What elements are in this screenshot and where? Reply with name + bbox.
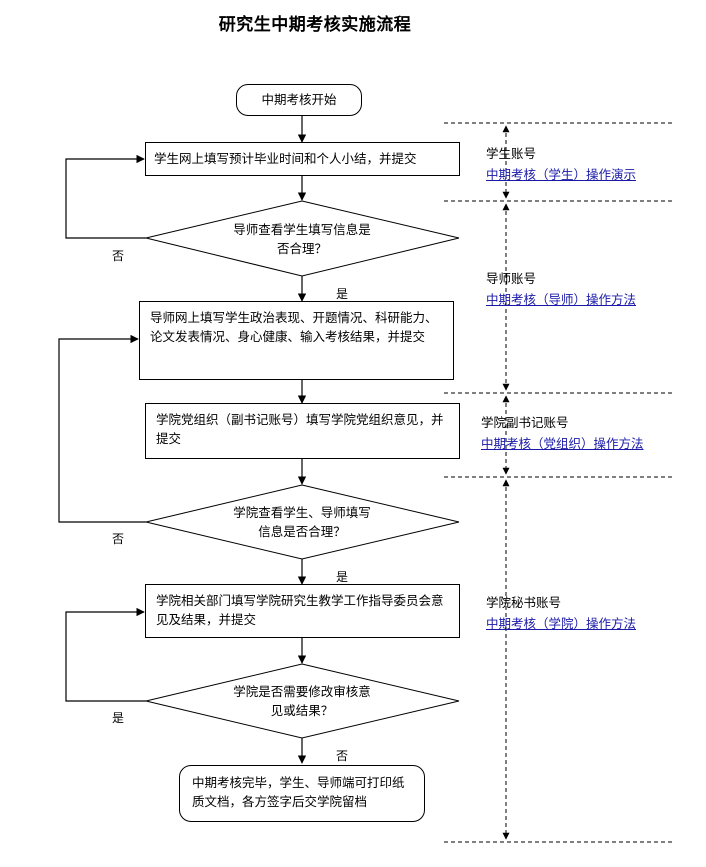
step-college-submit: 学院相关部门填写学院研究生教学工作指导委员会意见及结果，并提交 — [145, 584, 460, 638]
label-d2-yes: 是 — [336, 570, 349, 584]
decision-3-line-2: 见或结果？ — [270, 703, 334, 718]
account-student-role: 学生账号 — [486, 146, 537, 161]
label-d2-no: 否 — [112, 532, 125, 546]
end-box: 中期考核完毕，学生、导师端可打印纸质文档，各方签字后交学院留档 — [179, 765, 425, 822]
decision-3-text: 学院是否需要修改审核意 见或结果？ — [200, 682, 404, 720]
account-advisor: 导师账号 中期考核（导师）操作方法 — [486, 268, 636, 310]
page-title: 研究生中期考核实施流程 — [218, 15, 412, 35]
loop-d1-to-s1 — [65, 154, 146, 239]
decision-1-text: 导师查看学生填写信息是 否合理？ — [200, 220, 404, 258]
step-advisor-submit: 导师网上填写学生政治表现、开题情况、科研能力、论文发表情况、身心健康、输入考核结… — [139, 301, 454, 380]
label-d3-no: 否 — [336, 749, 349, 763]
decision-diamond-3 — [145, 663, 460, 739]
account-party-link[interactable]: 中期考核（党组织）操作方法 — [481, 436, 644, 451]
account-college-link[interactable]: 中期考核（学院）操作方法 — [486, 616, 637, 631]
label-d1-yes: 是 — [336, 287, 349, 301]
loop-d2-to-s2 — [58, 334, 146, 523]
account-advisor-role: 导师账号 — [486, 271, 537, 286]
account-advisor-link[interactable]: 中期考核（导师）操作方法 — [486, 292, 637, 307]
step-advisor-submit-text: 导师网上填写学生政治表现、开题情况、科研能力、论文发表情况、身心健康、输入考核结… — [150, 310, 438, 344]
account-student: 学生账号 中期考核（学生）操作演示 — [486, 143, 636, 185]
step-college-submit-text: 学院相关部门填写学院研究生教学工作指导委员会意见及结果，并提交 — [156, 593, 444, 627]
step-party-submit-text: 学院党组织（副书记账号）填写学院党组织意见，并提交 — [156, 412, 444, 446]
decision-1-line-1: 导师查看学生填写信息是 — [233, 222, 371, 237]
label-d1-no: 否 — [112, 249, 125, 263]
decision-diamond-2 — [145, 484, 460, 560]
account-college: 学院秘书账号 中期考核（学院）操作方法 — [486, 592, 636, 634]
step-student-submit: 学生网上填写预计毕业时间和个人小结，并提交 — [145, 142, 460, 176]
account-party-role: 学院副书记账号 — [481, 415, 569, 430]
step-party-submit: 学院党组织（副书记账号）填写学院党组织意见，并提交 — [145, 403, 460, 459]
account-party: 学院副书记账号 中期考核（党组织）操作方法 — [481, 412, 644, 454]
start-box: 中期考核开始 — [236, 84, 362, 116]
decision-3-line-1: 学院是否需要修改审核意 — [233, 684, 371, 699]
decision-1-line-2: 否合理？ — [276, 241, 327, 256]
account-college-role: 学院秘书账号 — [486, 595, 562, 610]
decision-2-text: 学院查看学生、导师填写 信息是否合理？ — [200, 503, 404, 541]
account-student-link[interactable]: 中期考核（学生）操作演示 — [486, 167, 637, 182]
start-text: 中期考核开始 — [261, 92, 337, 107]
step-student-submit-text: 学生网上填写预计毕业时间和个人小结，并提交 — [154, 151, 417, 166]
decision-diamond-1 — [145, 200, 460, 277]
label-d3-yes: 是 — [112, 711, 125, 725]
loop-d3-to-s4 — [65, 607, 146, 702]
end-text: 中期考核完毕，学生、导师端可打印纸质文档，各方签字后交学院留档 — [192, 775, 405, 809]
decision-2-line-2: 信息是否合理？ — [258, 524, 346, 539]
decision-2-line-1: 学院查看学生、导师填写 — [233, 505, 371, 520]
